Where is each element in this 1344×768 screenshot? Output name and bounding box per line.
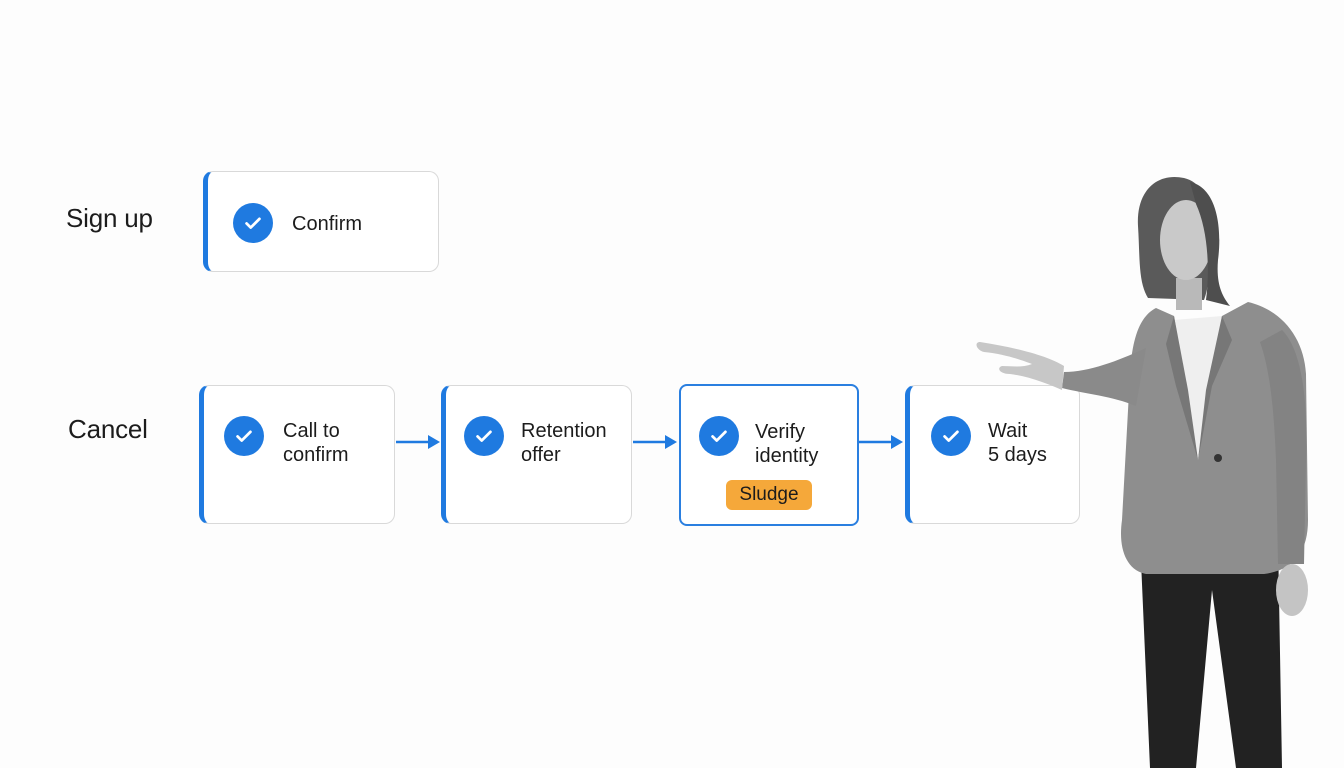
check-circle-icon xyxy=(699,416,739,456)
signup-row-label: Sign up xyxy=(66,203,153,233)
sludge-badge: Sludge xyxy=(726,480,812,510)
retention-offer-step-label: Retention offer xyxy=(521,420,607,466)
check-circle-icon xyxy=(224,416,264,456)
verify-identity-step-label: Verify identity xyxy=(755,421,819,467)
wait-5-days-step-card: Wait 5 days xyxy=(905,385,1080,524)
check-circle-icon xyxy=(233,203,273,243)
call-to-confirm-step-label: Call to confirm xyxy=(283,420,349,466)
arrow-right-icon xyxy=(859,435,903,449)
confirm-step-card: Confirm xyxy=(203,171,439,272)
presenter-illustration xyxy=(976,176,1308,768)
retention-offer-step-card: Retention offer xyxy=(441,385,632,524)
arrow-right-icon xyxy=(633,435,677,449)
confirm-step-label: Confirm xyxy=(292,213,363,235)
check-circle-icon xyxy=(464,416,504,456)
call-to-confirm-step-card: Call to confirm xyxy=(199,385,395,524)
wait-5-days-step-label: Wait 5 days xyxy=(988,420,1047,466)
arrow-right-icon xyxy=(396,435,440,449)
cancel-row-label: Cancel xyxy=(68,414,148,444)
check-circle-icon xyxy=(931,416,971,456)
verify-identity-step-card: Verify identity Sludge xyxy=(679,384,859,526)
